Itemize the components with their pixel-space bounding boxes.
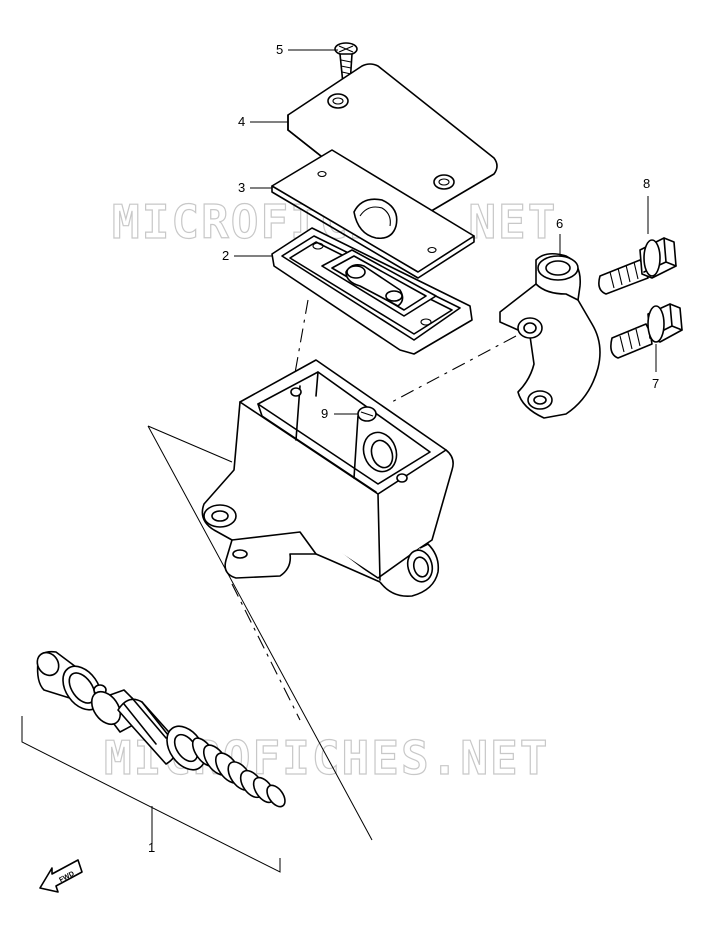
callout-1: 1 <box>148 840 155 855</box>
callout-4: 4 <box>238 114 288 129</box>
svg-text:4: 4 <box>238 114 245 129</box>
part-2-diaphragm[interactable] <box>271 227 473 355</box>
part-3-plate[interactable] <box>271 149 475 279</box>
assembly-line-piston <box>231 583 301 721</box>
part-8-bolt[interactable] <box>598 237 677 295</box>
kit-outline-triangle <box>147 425 373 841</box>
callout-2: 2 <box>222 248 272 263</box>
callout-3: 3 <box>238 180 272 195</box>
fwd-arrow-icon: FWD <box>39 859 83 893</box>
svg-text:6: 6 <box>556 216 563 231</box>
part-6-holder[interactable] <box>499 252 601 419</box>
part-7-bolt[interactable] <box>610 303 683 359</box>
svg-text:2: 2 <box>222 248 229 263</box>
callout-6: 6 <box>556 216 563 256</box>
part-9-plug[interactable] <box>357 406 377 422</box>
svg-text:3: 3 <box>238 180 245 195</box>
svg-text:1: 1 <box>148 840 155 855</box>
assembly-line-holder <box>387 335 517 405</box>
master-cylinder-body[interactable] <box>201 359 454 598</box>
callout-5: 5 <box>276 42 338 57</box>
callout-9: 9 <box>321 406 358 421</box>
svg-text:9: 9 <box>321 406 328 421</box>
callout-8: 8 <box>643 176 650 234</box>
svg-text:7: 7 <box>652 376 659 391</box>
part-1-piston-kit[interactable] <box>21 648 289 873</box>
piston-spring <box>191 737 286 808</box>
svg-text:8: 8 <box>643 176 650 191</box>
callout-7: 7 <box>652 344 659 391</box>
svg-text:5: 5 <box>276 42 283 57</box>
